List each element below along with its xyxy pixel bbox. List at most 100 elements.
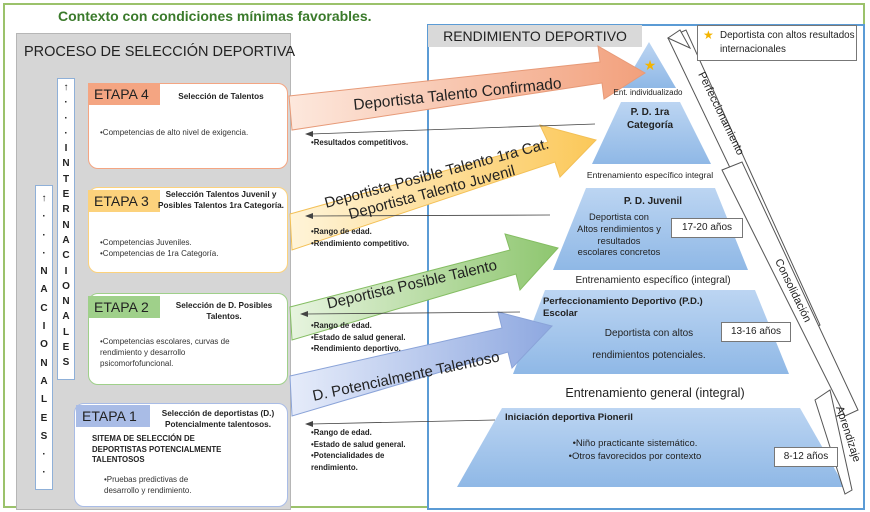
talent-confirmed-arrow (288, 45, 646, 131)
vertical-letter: E (62, 189, 70, 201)
level-body-line: Deportista con altos (604, 328, 694, 339)
etapa-2-title: Selección de D. Posibles Talentos. (175, 301, 273, 321)
vertical-letter: L (62, 326, 70, 338)
level-first-category-title: P. D. 1ra Categoría (600, 106, 700, 132)
train-especifico-paren: Entrenamiento específico (integral) (575, 275, 731, 286)
feedback-line-3 (310, 214, 551, 217)
etapa-3-box (88, 187, 288, 273)
etapa-3-label: ETAPA 3 (88, 190, 160, 212)
perfeccionamiento-arrowhead (666, 29, 692, 50)
criteria-item: •Rango de edad. (311, 227, 372, 236)
level-title-line: Escolar (543, 308, 578, 319)
pyramid-level-escolar (513, 290, 789, 374)
context-heading: Contexto con condiciones mínimas favorab… (58, 8, 372, 24)
feedback-arrowhead-1 (305, 421, 313, 427)
criteria-item: •Estado de salud general. (311, 332, 406, 342)
vertical-letter: A (40, 284, 48, 296)
etapa-2-body: •Competencias escolares, curvas de rendi… (100, 336, 280, 369)
etapa-2-label: ETAPA 2 (88, 296, 160, 318)
vertical-letter: T (62, 173, 70, 185)
legend-box: ★ Deportista con altos resultados intern… (697, 25, 857, 61)
level-body-line: resultados (597, 235, 641, 246)
vertical-letter: I (64, 265, 68, 277)
level-base-body: •Niño practicante sistemático. •Otros fa… (560, 437, 710, 463)
legend-text: Deportista con altos resultados internac… (720, 30, 855, 55)
legend-star-icon: ★ (703, 28, 714, 42)
criteria-item: •Rango de edad. (311, 428, 372, 437)
criteria-item: •Rendimiento deportivo. (311, 344, 401, 353)
vertical-letter: · (42, 449, 46, 461)
vertical-letter: · (42, 247, 46, 259)
level-title-line: Perfeccionamiento Deportivo (P.D.) (543, 296, 703, 307)
etapa-1-title: Selección de deportistas (D.) Potencialm… (161, 409, 275, 429)
etapa-3-title: Selección Talentos Juvenil y Posibles Ta… (158, 190, 284, 210)
vertical-letter: O (62, 280, 70, 292)
age-badge-juvenil: 17-20 años (671, 218, 743, 238)
vertical-letter: · (64, 112, 68, 124)
level-body-line: Altos rendimientos y (577, 223, 661, 234)
vertical-letter: ↑ (63, 82, 69, 93)
etapa-1-label: ETAPA 1 (76, 405, 150, 427)
vertical-letter: R (62, 204, 70, 216)
level-body-line: •Niño practicante sistemático. (572, 438, 698, 449)
criteria-etapa-2: •Rango de edad. •Estado de salud general… (311, 320, 441, 355)
selection-process-title: PROCESO DE SELECCIÓN DEPORTIVA (24, 44, 295, 60)
criteria-item: •Estado de salud general. (311, 439, 406, 449)
etapa-2-body-line: rendimiento y desarrollo (100, 348, 186, 357)
level-escolar-title: Perfeccionamiento Deportivo (P.D.) Escol… (543, 296, 763, 320)
level-base-title: Iniciación deportiva Pioneril (505, 412, 633, 423)
vertical-letter: S (40, 430, 48, 442)
level-body-line: escolares concretos (577, 247, 661, 258)
vertical-letter: · (42, 229, 46, 241)
possible-talent-first-category-arrow (289, 124, 597, 251)
vertical-letter: A (62, 234, 70, 246)
vertical-letter: · (64, 127, 68, 139)
criteria-item: rendimiento. (311, 462, 358, 472)
vertical-letter: A (62, 311, 70, 323)
feedback-line-1 (310, 419, 496, 425)
etapa-2-body-line: psicomorfofuncional. (100, 359, 174, 368)
level-body-line: rendimientos potenciales. (592, 350, 706, 361)
etapa-2-body-line: •Competencias escolares, curvas de (100, 337, 230, 346)
feedback-line-2 (305, 311, 521, 315)
level-juvenil-body: Deportista con Altos rendimientos y resu… (564, 212, 674, 259)
vertical-letter: A (40, 375, 48, 387)
vertical-letter: N (62, 158, 70, 170)
vertical-letter: O (40, 339, 48, 351)
vertical-letter: L (40, 394, 48, 406)
level-escolar-body: Deportista con altos rendimientos potenc… (584, 323, 714, 367)
age-badge-escolar: 13-16 años (721, 322, 791, 342)
vertical-letter: N (40, 357, 48, 369)
etapa-4-label: ETAPA 4 (88, 83, 160, 105)
vertical-letter: C (62, 250, 70, 262)
vertical-letter: N (40, 266, 48, 278)
criteria-item: •Rendimiento competitivo. (311, 238, 410, 248)
pyramid-level-first-category (592, 102, 711, 164)
level-body-line: •Otros favorecidos por contexto (568, 451, 702, 462)
etapa-4-body-line: •Competencias de alto nivel de exigencia… (100, 128, 249, 137)
vertical-letter: · (42, 211, 46, 223)
vertical-letter: E (62, 342, 70, 354)
criteria-item: •Rango de edad. (311, 321, 372, 330)
feedback-arrowhead-4 (305, 131, 313, 137)
vertical-letter: · (42, 467, 46, 479)
train-especifico-integral: Entrenamiento específico integral (586, 170, 714, 180)
star-icon: ★ (644, 58, 657, 74)
level-title-line: P. D. 1ra (630, 107, 670, 118)
etapa-3-body-line: •Competencias Juveniles. (100, 238, 192, 247)
level-body-line: Deportista con (589, 212, 649, 222)
criteria-etapa-3: •Rango de edad. •Rendimiento competitivo… (311, 226, 441, 249)
etapa-4-body: •Competencias de alto nivel de exigencia… (100, 127, 280, 138)
vertical-letter: · (64, 97, 68, 109)
level-juvenil-title: P. D. Juvenil (623, 196, 683, 207)
criteria-etapa-4: •Resultados competitivos. (311, 137, 441, 149)
vertical-letter: N (62, 219, 70, 231)
etapa-1-body-line: desarrollo y rendimiento. (104, 486, 192, 495)
feedback-line-4 (310, 123, 596, 135)
